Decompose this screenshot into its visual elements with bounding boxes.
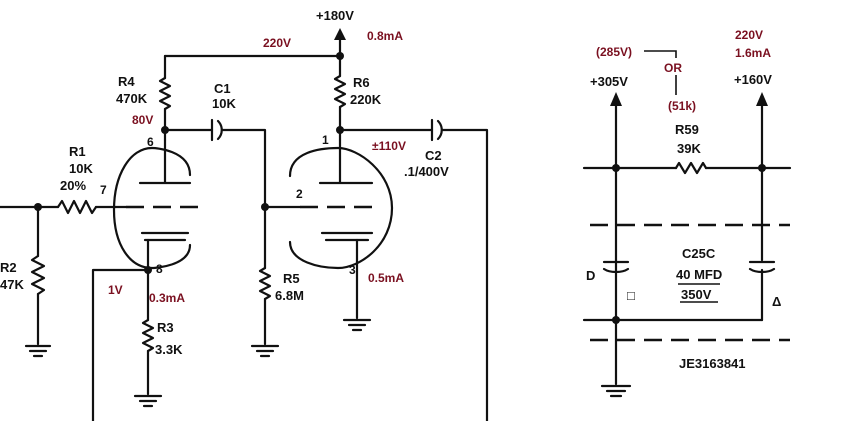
- feedback-wire: [91, 268, 150, 421]
- r1-tolerance: 20%: [60, 178, 86, 193]
- c1-name: C1: [214, 81, 231, 96]
- cap-left-fragment: D: [586, 268, 595, 283]
- r6-name: R6: [353, 75, 370, 90]
- right-circuit: +305V +160V R59 39K C25C 40 MFD 350V D □…: [582, 28, 792, 398]
- note-1v: 1V: [108, 283, 123, 297]
- resistor-r2: [30, 254, 46, 296]
- supply-left-label: +305V: [590, 74, 628, 89]
- note-220v-right: 220V: [735, 28, 763, 42]
- pin-3: 3: [349, 263, 356, 277]
- note-1-6ma: 1.6mA: [735, 46, 771, 60]
- cathode-1: [140, 231, 190, 242]
- plate-2: [318, 138, 374, 185]
- r4-name: R4: [118, 74, 135, 89]
- r4-value: 470K: [116, 91, 148, 106]
- r1-name: R1: [69, 144, 86, 159]
- c25c-value: 40 MFD: [676, 267, 722, 282]
- note-0-8ma: 0.8mA: [367, 29, 403, 43]
- c1-lead-right: [220, 128, 267, 209]
- ground-icon: [600, 384, 632, 398]
- resistor-r6: [333, 74, 347, 109]
- r3-name: R3: [157, 320, 174, 335]
- pin-2: 2: [296, 187, 303, 201]
- note-51k: (51k): [668, 99, 696, 113]
- r59-value: 39K: [677, 141, 701, 156]
- c25c-underline: [678, 283, 720, 303]
- pin-8: 8: [156, 262, 163, 276]
- note-0-3ma: 0.3mA: [149, 291, 185, 305]
- cap-left-mark: □: [627, 288, 635, 303]
- tube-envelope-icon: [112, 146, 192, 270]
- r2-value: 47K: [0, 277, 24, 292]
- resistor-r4: [158, 76, 172, 111]
- ground-icon: [342, 318, 372, 332]
- cap-right-mark: Δ: [772, 294, 781, 309]
- ground-icon: [24, 344, 52, 358]
- resistor-r59: [674, 161, 708, 175]
- r59-name: R59: [675, 122, 699, 137]
- or-bracket: [644, 50, 677, 95]
- c2-value: .1/400V: [404, 164, 449, 179]
- supply-arrow-icon: [334, 28, 346, 40]
- left-circuit: +180V R4 470K C1 10K R6 220K R1 10K 20% …: [0, 8, 489, 421]
- pin-7: 7: [100, 183, 107, 197]
- c25c-voltage: 350V: [681, 287, 712, 302]
- r2-name: R2: [0, 260, 17, 275]
- r5-name: R5: [283, 271, 300, 286]
- capacitor-c2: [430, 118, 443, 142]
- part-number: JE3163841: [679, 356, 746, 371]
- cathode-2: [320, 231, 374, 242]
- resistor-r3: [141, 318, 155, 353]
- note-285v: (285V): [596, 45, 632, 59]
- c2-lead-right: [440, 128, 489, 421]
- c1-value: 10K: [212, 96, 236, 111]
- c25c-name: C25C: [682, 246, 716, 261]
- r5-value: 6.8M: [275, 288, 304, 303]
- supply-arrow-icon: [756, 92, 768, 106]
- plate-1: [138, 138, 192, 185]
- c2-name: C2: [425, 148, 442, 163]
- resistor-r1: [56, 199, 98, 215]
- pin-1: 1: [322, 133, 329, 147]
- r6-value: 220K: [350, 92, 382, 107]
- ground-icon: [250, 344, 280, 358]
- capacitor-left: [602, 260, 630, 274]
- supply-label: +180V: [316, 8, 354, 23]
- capacitor-c1: [210, 118, 223, 142]
- note-or: OR: [664, 61, 682, 75]
- tube-envelope-right-icon: [288, 146, 394, 270]
- note-80v: 80V: [132, 113, 153, 127]
- ground-icon: [133, 394, 163, 408]
- resistor-r5: [258, 266, 272, 301]
- note-0-5ma: 0.5mA: [368, 271, 404, 285]
- note-110v: ±110V: [372, 139, 406, 153]
- junction-supply: [336, 52, 344, 60]
- pin-6: 6: [147, 135, 154, 149]
- junction-right-top: [758, 164, 766, 172]
- note-220v: 220V: [263, 36, 291, 50]
- r1-value: 10K: [69, 161, 93, 176]
- r3-value: 3.3K: [155, 342, 183, 357]
- supply-arrow-icon: [610, 92, 622, 106]
- supply-right-label: +160V: [734, 72, 772, 87]
